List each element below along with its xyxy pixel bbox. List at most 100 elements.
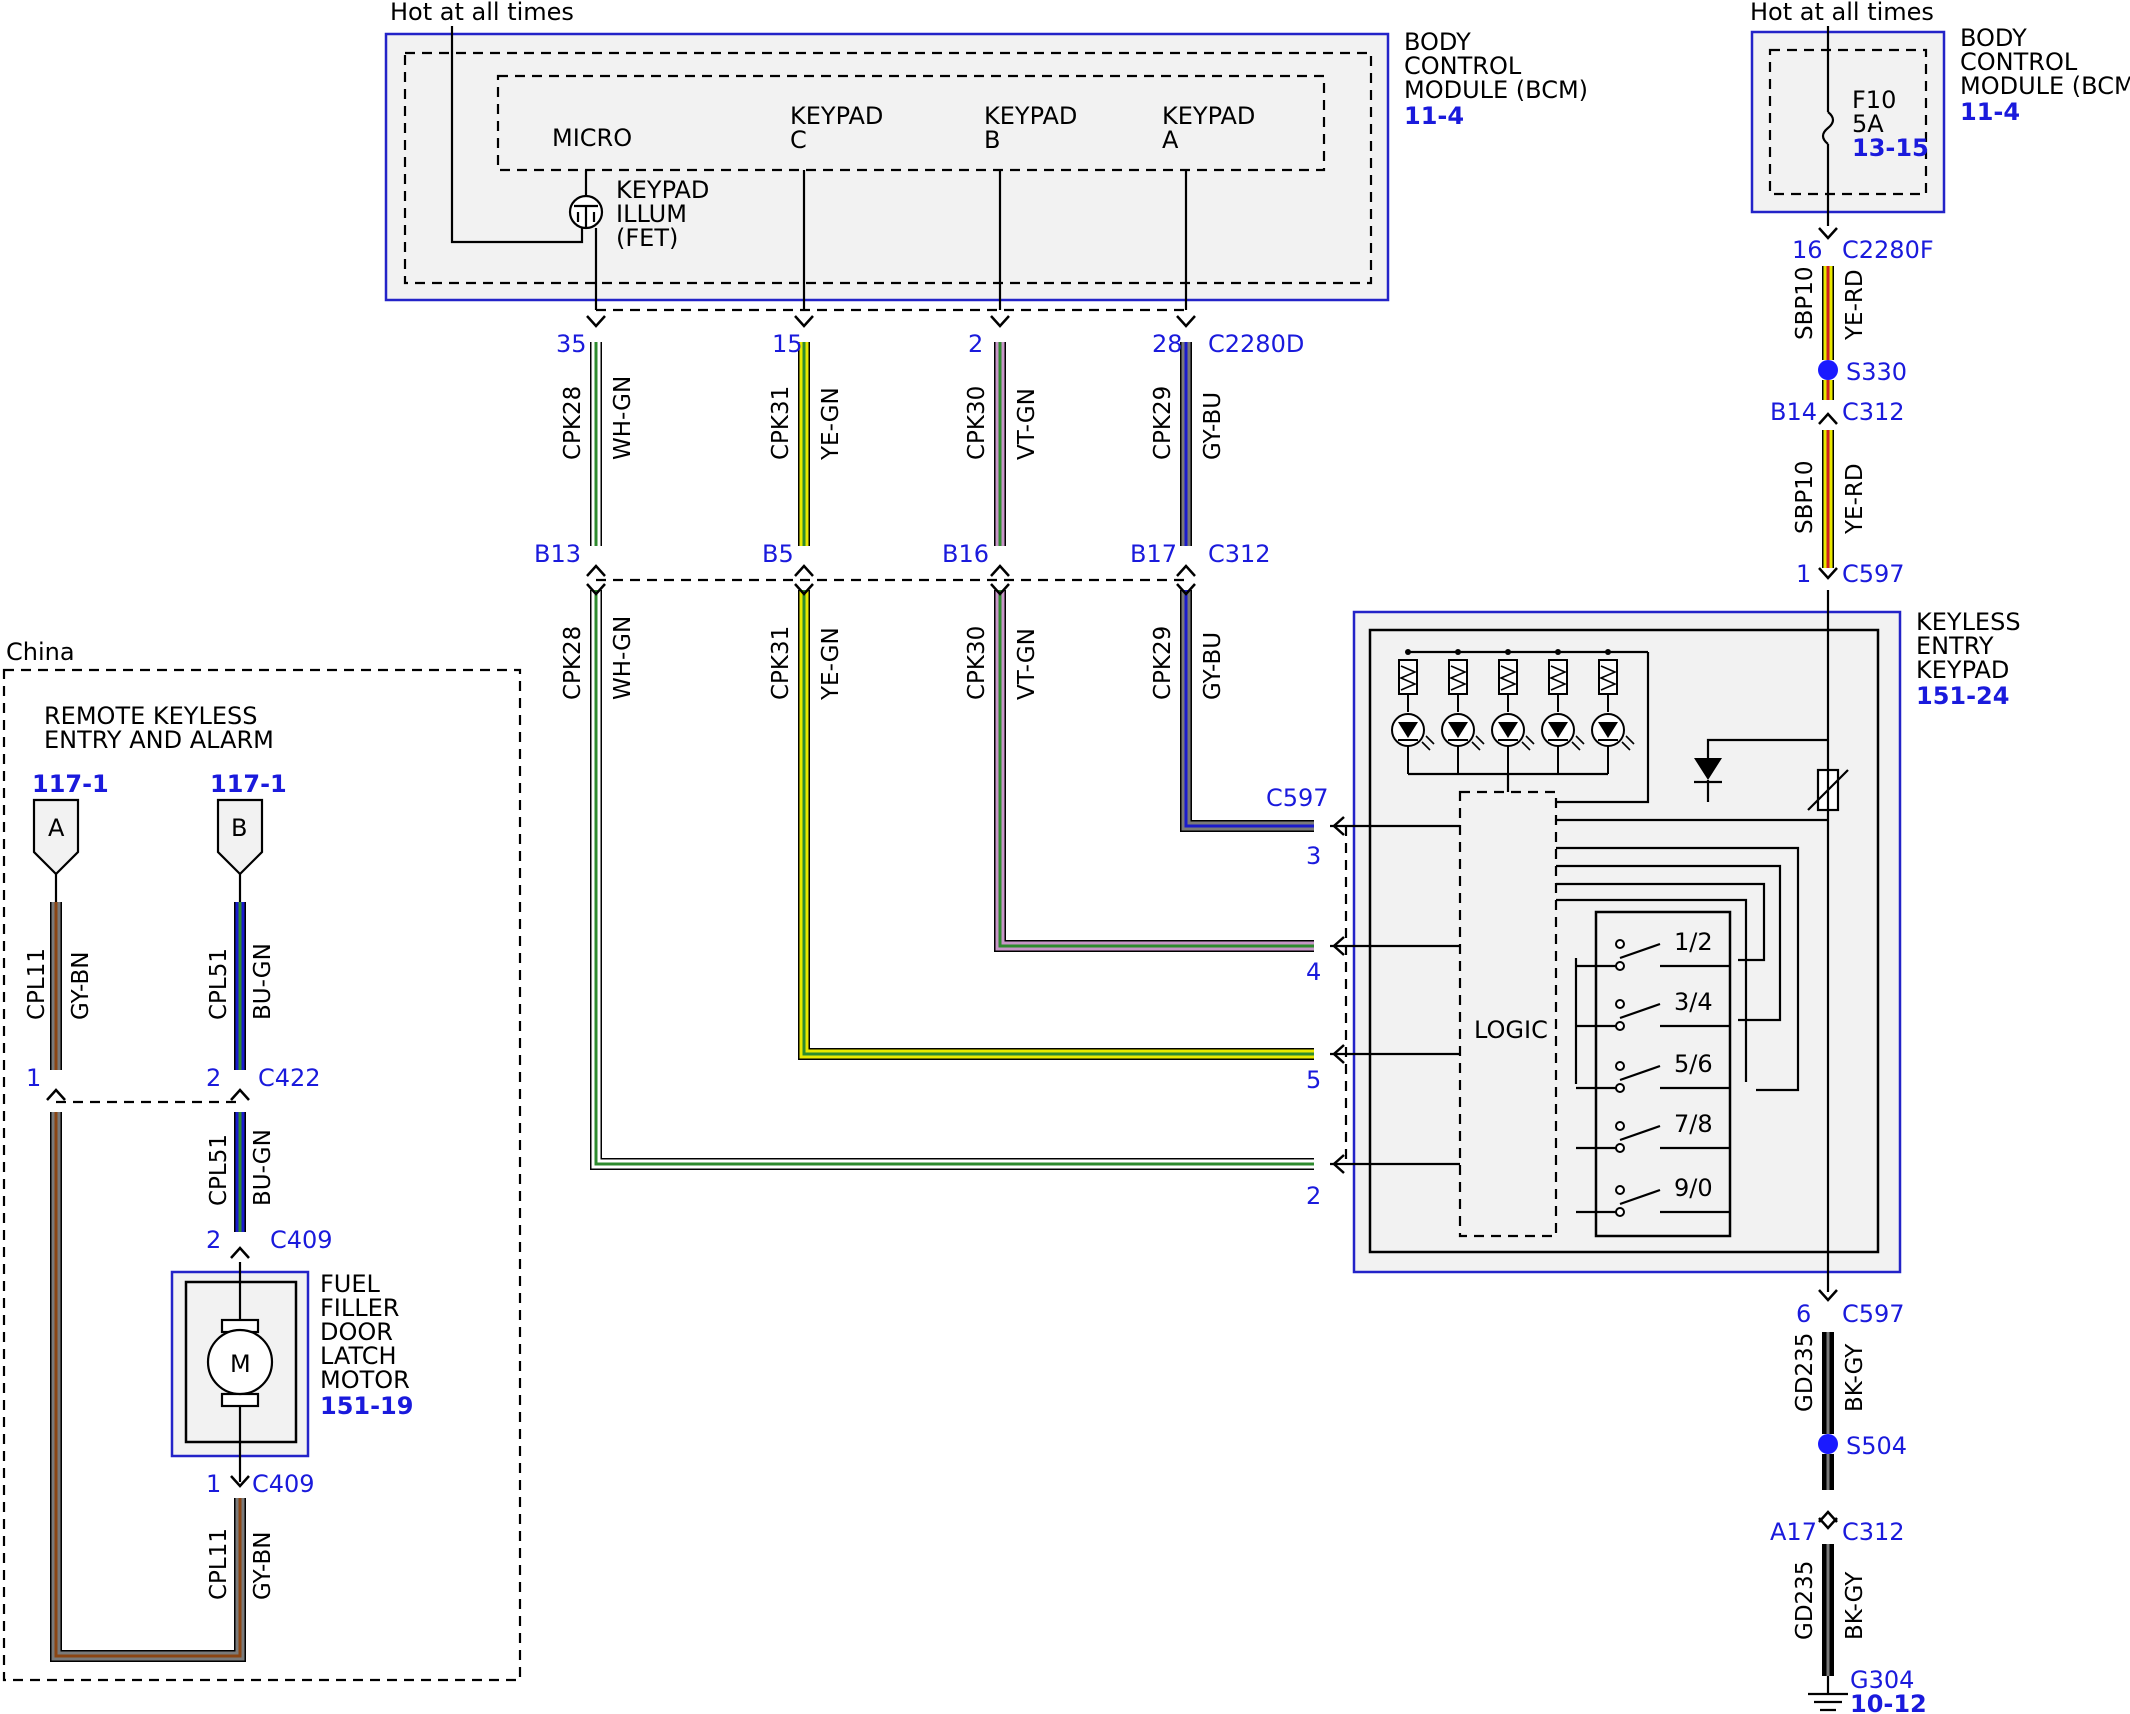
- switch-label-5-6: 5/6: [1674, 1050, 1713, 1078]
- fuse-f10-icon: [1821, 111, 1835, 145]
- keypad-switches: 1/23/45/67/89/0: [1574, 928, 1730, 1217]
- fet-label-3: (FET): [616, 224, 678, 252]
- arrow-c597-side-3: [1332, 816, 1345, 836]
- wire-cpk28-upper-circuit: CPK28: [560, 386, 586, 460]
- arrow-c312-bottom-2: [990, 583, 1010, 596]
- arrow-c597-side-0: [1332, 1154, 1345, 1174]
- c422-label: C422: [258, 1064, 321, 1092]
- led-node-3: [1555, 649, 1561, 655]
- led-triangle-2: [1498, 722, 1518, 738]
- switch-matrix-box: [1594, 910, 1732, 1238]
- china-label: China: [6, 638, 75, 666]
- cpl11-top-circuit: CPL11: [24, 948, 50, 1020]
- c409-top-label: C409: [270, 1226, 333, 1254]
- bcm-left-name-3: MODULE (BCM): [1404, 76, 1588, 104]
- c597-top-label: C597: [1842, 560, 1905, 588]
- remote-name-2: ENTRY AND ALARM: [44, 726, 274, 754]
- c312-bottom-pin: A17: [1770, 1518, 1817, 1546]
- c409-bottom-label: C409: [252, 1470, 315, 1498]
- led-triangle-1: [1448, 722, 1468, 738]
- switch-contact-top-4: [1615, 1185, 1625, 1195]
- arrow-c312-top-1: [794, 564, 814, 577]
- bcm-right-name-3: MODULE (BCM): [1960, 72, 2130, 100]
- gd235-upper-color: BK-GY: [1842, 1343, 1868, 1412]
- cpl11-bottom-circuit: CPL11: [206, 1528, 232, 1600]
- switch-contact-bottom-1: [1615, 1021, 1625, 1031]
- arrow-c312-bottom-1: [794, 583, 814, 596]
- fet-gate-symbol: [574, 204, 598, 228]
- led-node-0: [1405, 649, 1411, 655]
- arrow-c409-top: [230, 1246, 250, 1259]
- c422-pin-a: 1: [26, 1064, 41, 1092]
- fuse-name: F10: [1852, 86, 1896, 114]
- hot-at-all-times-left: Hot at all times: [390, 0, 574, 26]
- arrow-c2280d-1: [794, 315, 814, 328]
- keypad-pin-4: 4: [1306, 958, 1321, 986]
- cpl51-top-circuit: CPL51: [206, 948, 232, 1020]
- led-rays-3: [1571, 735, 1585, 751]
- switch-blade-0: [1619, 942, 1661, 960]
- ground-icon: [1808, 1676, 1848, 1712]
- cpl11-bottom-color: GY-BN: [250, 1532, 276, 1600]
- switch-blade-4: [1619, 1188, 1661, 1206]
- keypad-ref: 151-24: [1916, 682, 2009, 710]
- bcm-right-inner-dashed: [1768, 48, 1928, 196]
- diode-icon: [1694, 758, 1722, 780]
- pin-b5: B5: [762, 540, 794, 568]
- g304-label: G304: [1850, 1666, 1914, 1694]
- led-node-1: [1455, 649, 1461, 655]
- logic-label: LOGIC: [1474, 1016, 1548, 1044]
- logic-switch-bus-4: [1556, 898, 1748, 1082]
- keypad-pin-3: 3: [1306, 842, 1321, 870]
- arrow-c312-top-3: [1176, 564, 1196, 577]
- keypad-pin-2: 2: [1306, 1182, 1321, 1210]
- keypad-c-label-1: KEYPAD: [790, 102, 883, 130]
- led-array: [1391, 649, 1648, 776]
- resistor-zigzag-3: [1548, 665, 1568, 691]
- c2280d-label: C2280D: [1208, 330, 1304, 358]
- bcm-right-box: [1750, 30, 1946, 214]
- bcm-right-ref: 11-4: [1960, 98, 2020, 126]
- arrow-c2280d-0: [586, 315, 606, 328]
- logic-switch-bus-3: [1556, 882, 1766, 962]
- switch-label-9-0: 9/0: [1674, 1174, 1713, 1202]
- keypad-c-label-2: C: [790, 126, 807, 154]
- c597-side-label: C597: [1266, 784, 1329, 812]
- diode-wire: [1706, 738, 1828, 802]
- wire-cpl11-bottom-stripe: [54, 1112, 242, 1658]
- arrow-c422-b: [230, 1088, 250, 1101]
- resistor-zigzag-1: [1448, 665, 1468, 691]
- motor-ref: 151-19: [320, 1392, 413, 1420]
- led-triangle-4: [1598, 722, 1618, 738]
- c597-bottom-pin: 6: [1796, 1300, 1811, 1328]
- sbp10-lower-circuit: SBP10: [1792, 460, 1818, 534]
- led-rays-2: [1521, 735, 1535, 751]
- wire-cpk31-lower-circuit: CPK31: [768, 626, 794, 700]
- wire-lower-cpk31-stripe: [802, 590, 1314, 1056]
- switch-contact-top-0: [1615, 939, 1625, 949]
- switch-contact-bottom-4: [1615, 1207, 1625, 1217]
- arrow-c312-top-0: [586, 564, 606, 577]
- fuse-rating: 5A: [1852, 110, 1884, 138]
- remote-conn-a-label: A: [48, 814, 65, 842]
- c312-right-label: C312: [1842, 398, 1905, 426]
- motor-icon: [206, 1328, 274, 1396]
- c2280f-label: C2280F: [1842, 236, 1934, 264]
- led-rays-4: [1621, 735, 1635, 751]
- keypad-box: [1352, 610, 1902, 1274]
- keypad-pin-5: 5: [1306, 1066, 1321, 1094]
- motor-symbol: M: [230, 1350, 251, 1378]
- g304-ref: 10-12: [1850, 1690, 1927, 1714]
- splice-s504-icon: [1818, 1434, 1838, 1454]
- led-rays-0: [1421, 735, 1435, 751]
- c2280f-pin: 16: [1792, 236, 1823, 264]
- remote-conn-b-label: B: [231, 814, 247, 842]
- logic-block: [1458, 790, 1558, 1238]
- switch-contact-top-1: [1615, 999, 1625, 1009]
- arrow-c2280d-3: [1176, 315, 1196, 328]
- logic-switch-bus-2: [1556, 864, 1782, 1022]
- remote-connector-a-icon: [32, 798, 80, 876]
- switch-label-3-4: 3/4: [1674, 988, 1713, 1016]
- led-triangle-0: [1398, 722, 1418, 738]
- fet-label-2: ILLUM: [616, 200, 687, 228]
